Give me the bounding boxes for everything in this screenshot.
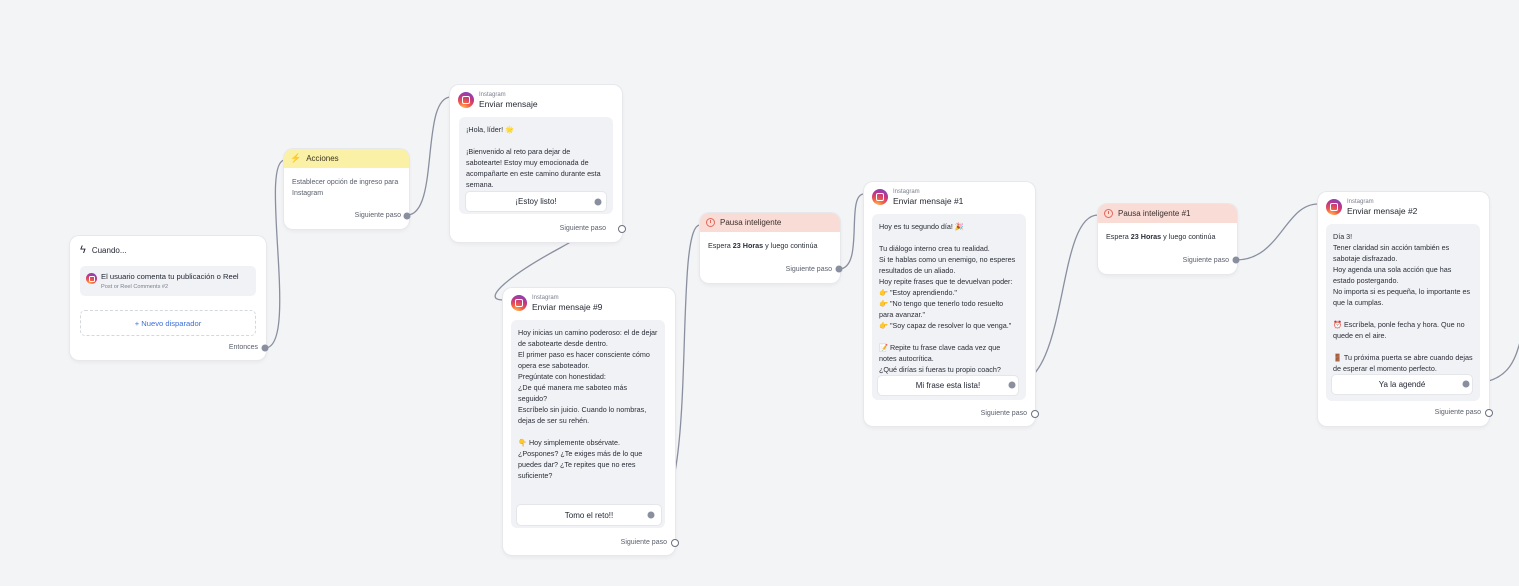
instagram-icon — [1326, 199, 1342, 216]
next-step-port[interactable] — [618, 225, 626, 233]
pause-duration: 23 Horas — [732, 241, 764, 250]
platform-label: Instagram — [532, 295, 559, 301]
wire-trigger-to-actions — [264, 159, 286, 349]
button-port[interactable] — [647, 511, 655, 519]
button-port[interactable] — [1462, 380, 1470, 388]
quick-reply-button[interactable]: Tomo el reto!! — [517, 505, 661, 525]
next-step-label: Entonces — [228, 344, 258, 351]
quick-reply-button[interactable]: Ya la agendé — [1332, 375, 1472, 394]
next-step-label: Siguiente paso — [1182, 257, 1229, 264]
next-step-port[interactable] — [1485, 409, 1493, 417]
message-bubble[interactable]: Hoy inicias un camino poderoso: el de de… — [511, 320, 665, 528]
actions-description: Establecer opción de ingreso para Instag… — [292, 179, 399, 197]
next-step-label: Siguiente paso — [620, 539, 667, 546]
message-text: Hoy es tu segundo día! 🎉 Tu diálogo inte… — [879, 222, 1016, 374]
new-trigger-button[interactable]: + Nuevo disparador — [80, 310, 256, 336]
node-header: Instagram Enviar mensaje #9 — [511, 295, 602, 312]
pause-header: Pausa inteligente — [700, 213, 840, 232]
node-title: Enviar mensaje — [479, 99, 538, 109]
trigger-event-label: El usuario comenta tu publicación o Reel — [101, 272, 239, 281]
message-bubble[interactable]: Hoy es tu segundo día! 🎉 Tu diálogo inte… — [872, 214, 1026, 400]
next-step-label: Siguiente paso — [980, 410, 1027, 417]
instagram-icon — [458, 92, 474, 109]
trigger-event-card[interactable]: El usuario comenta tu publicación o Reel… — [80, 266, 256, 296]
wire-actions-to-msg1 — [406, 96, 452, 216]
platform-label: Instagram — [893, 189, 920, 195]
wire-pause1-to-msg1b — [838, 193, 865, 270]
trigger-node[interactable]: ϟ Cuando... El usuario comenta tu public… — [70, 236, 269, 360]
lightning-icon: ⚡ — [290, 153, 302, 163]
output-port[interactable] — [403, 212, 411, 220]
output-port[interactable] — [261, 344, 269, 352]
clock-icon — [706, 218, 715, 227]
wire-pause2-to-msg2 — [1235, 203, 1319, 261]
button-port[interactable] — [1008, 381, 1016, 389]
next-step-label: Siguiente paso — [785, 266, 832, 273]
actions-header: ⚡ Acciones — [284, 149, 409, 168]
platform-label: Instagram — [1347, 199, 1374, 205]
trigger-title: Cuando... — [91, 245, 127, 255]
message-bubble[interactable]: Día 3! Tener claridad sin acción también… — [1326, 224, 1480, 401]
send-message-node[interactable]: Instagram Enviar mensaje ¡Hola, líder! 🌟… — [450, 85, 626, 242]
lightning-icon: ϟ — [80, 244, 86, 256]
node-header: Instagram Enviar mensaje #1 — [872, 189, 963, 206]
message-text: Hoy inicias un camino poderoso: el de de… — [518, 328, 658, 480]
trigger-header: ϟ Cuando... — [80, 244, 127, 256]
trigger-event-sub: Post or Reel Comments #2 — [101, 284, 169, 290]
pause-title: Pausa inteligente #1 — [1118, 209, 1191, 218]
node-title: Enviar mensaje #9 — [532, 302, 603, 312]
button-port[interactable] — [594, 198, 602, 206]
send-message-node[interactable]: Instagram Enviar mensaje #1 Hoy es tu se… — [864, 182, 1039, 426]
quick-reply-button[interactable]: Mi frase esta lista! — [878, 376, 1018, 395]
instagram-icon — [872, 189, 888, 206]
smart-pause-node[interactable]: Pausa inteligente #1 Espera 23 Horas y l… — [1098, 204, 1240, 274]
pause-header: Pausa inteligente #1 — [1098, 204, 1237, 223]
actions-node[interactable]: ⚡ Acciones Establecer opción de ingreso … — [284, 149, 411, 229]
message-text: Día 3! Tener claridad sin acción también… — [1333, 232, 1473, 373]
smart-pause-node[interactable]: Pausa inteligente Espera 23 Horas y lueg… — [700, 213, 843, 283]
platform-label: Instagram — [479, 92, 506, 98]
pause-description: Espera 23 Horas y luego continúa — [708, 241, 818, 250]
next-step-label: Siguiente paso — [1434, 409, 1481, 416]
send-message-node[interactable]: Instagram Enviar mensaje #2 Día 3! Tener… — [1318, 192, 1493, 426]
clock-icon — [1104, 209, 1113, 218]
next-step-port[interactable] — [671, 539, 679, 547]
instagram-icon — [511, 295, 527, 312]
node-header: Instagram Enviar mensaje #2 — [1326, 199, 1417, 216]
output-port[interactable] — [835, 265, 843, 273]
node-title: Enviar mensaje #1 — [893, 196, 964, 206]
send-message-node[interactable]: Instagram Enviar mensaje #9 Hoy inicias … — [503, 288, 679, 555]
instagram-icon — [86, 273, 97, 284]
next-step-label: Siguiente paso — [559, 225, 606, 232]
output-port[interactable] — [1232, 256, 1240, 264]
message-text: ¡Hola, líder! 🌟 ¡Bienvenido al reto para… — [466, 125, 601, 189]
pause-title: Pausa inteligente — [720, 218, 782, 227]
node-title: Enviar mensaje #2 — [1347, 206, 1418, 216]
next-step-port[interactable] — [1031, 410, 1039, 418]
quick-reply-button[interactable]: ¡Estoy listo! — [466, 192, 606, 211]
pause-description: Espera 23 Horas y luego continúa — [1106, 232, 1216, 241]
node-header: Instagram Enviar mensaje — [458, 92, 538, 109]
pause-duration: 23 Horas — [1130, 232, 1162, 241]
next-step-label: Siguiente paso — [354, 212, 401, 219]
actions-title: Acciones — [306, 154, 339, 163]
